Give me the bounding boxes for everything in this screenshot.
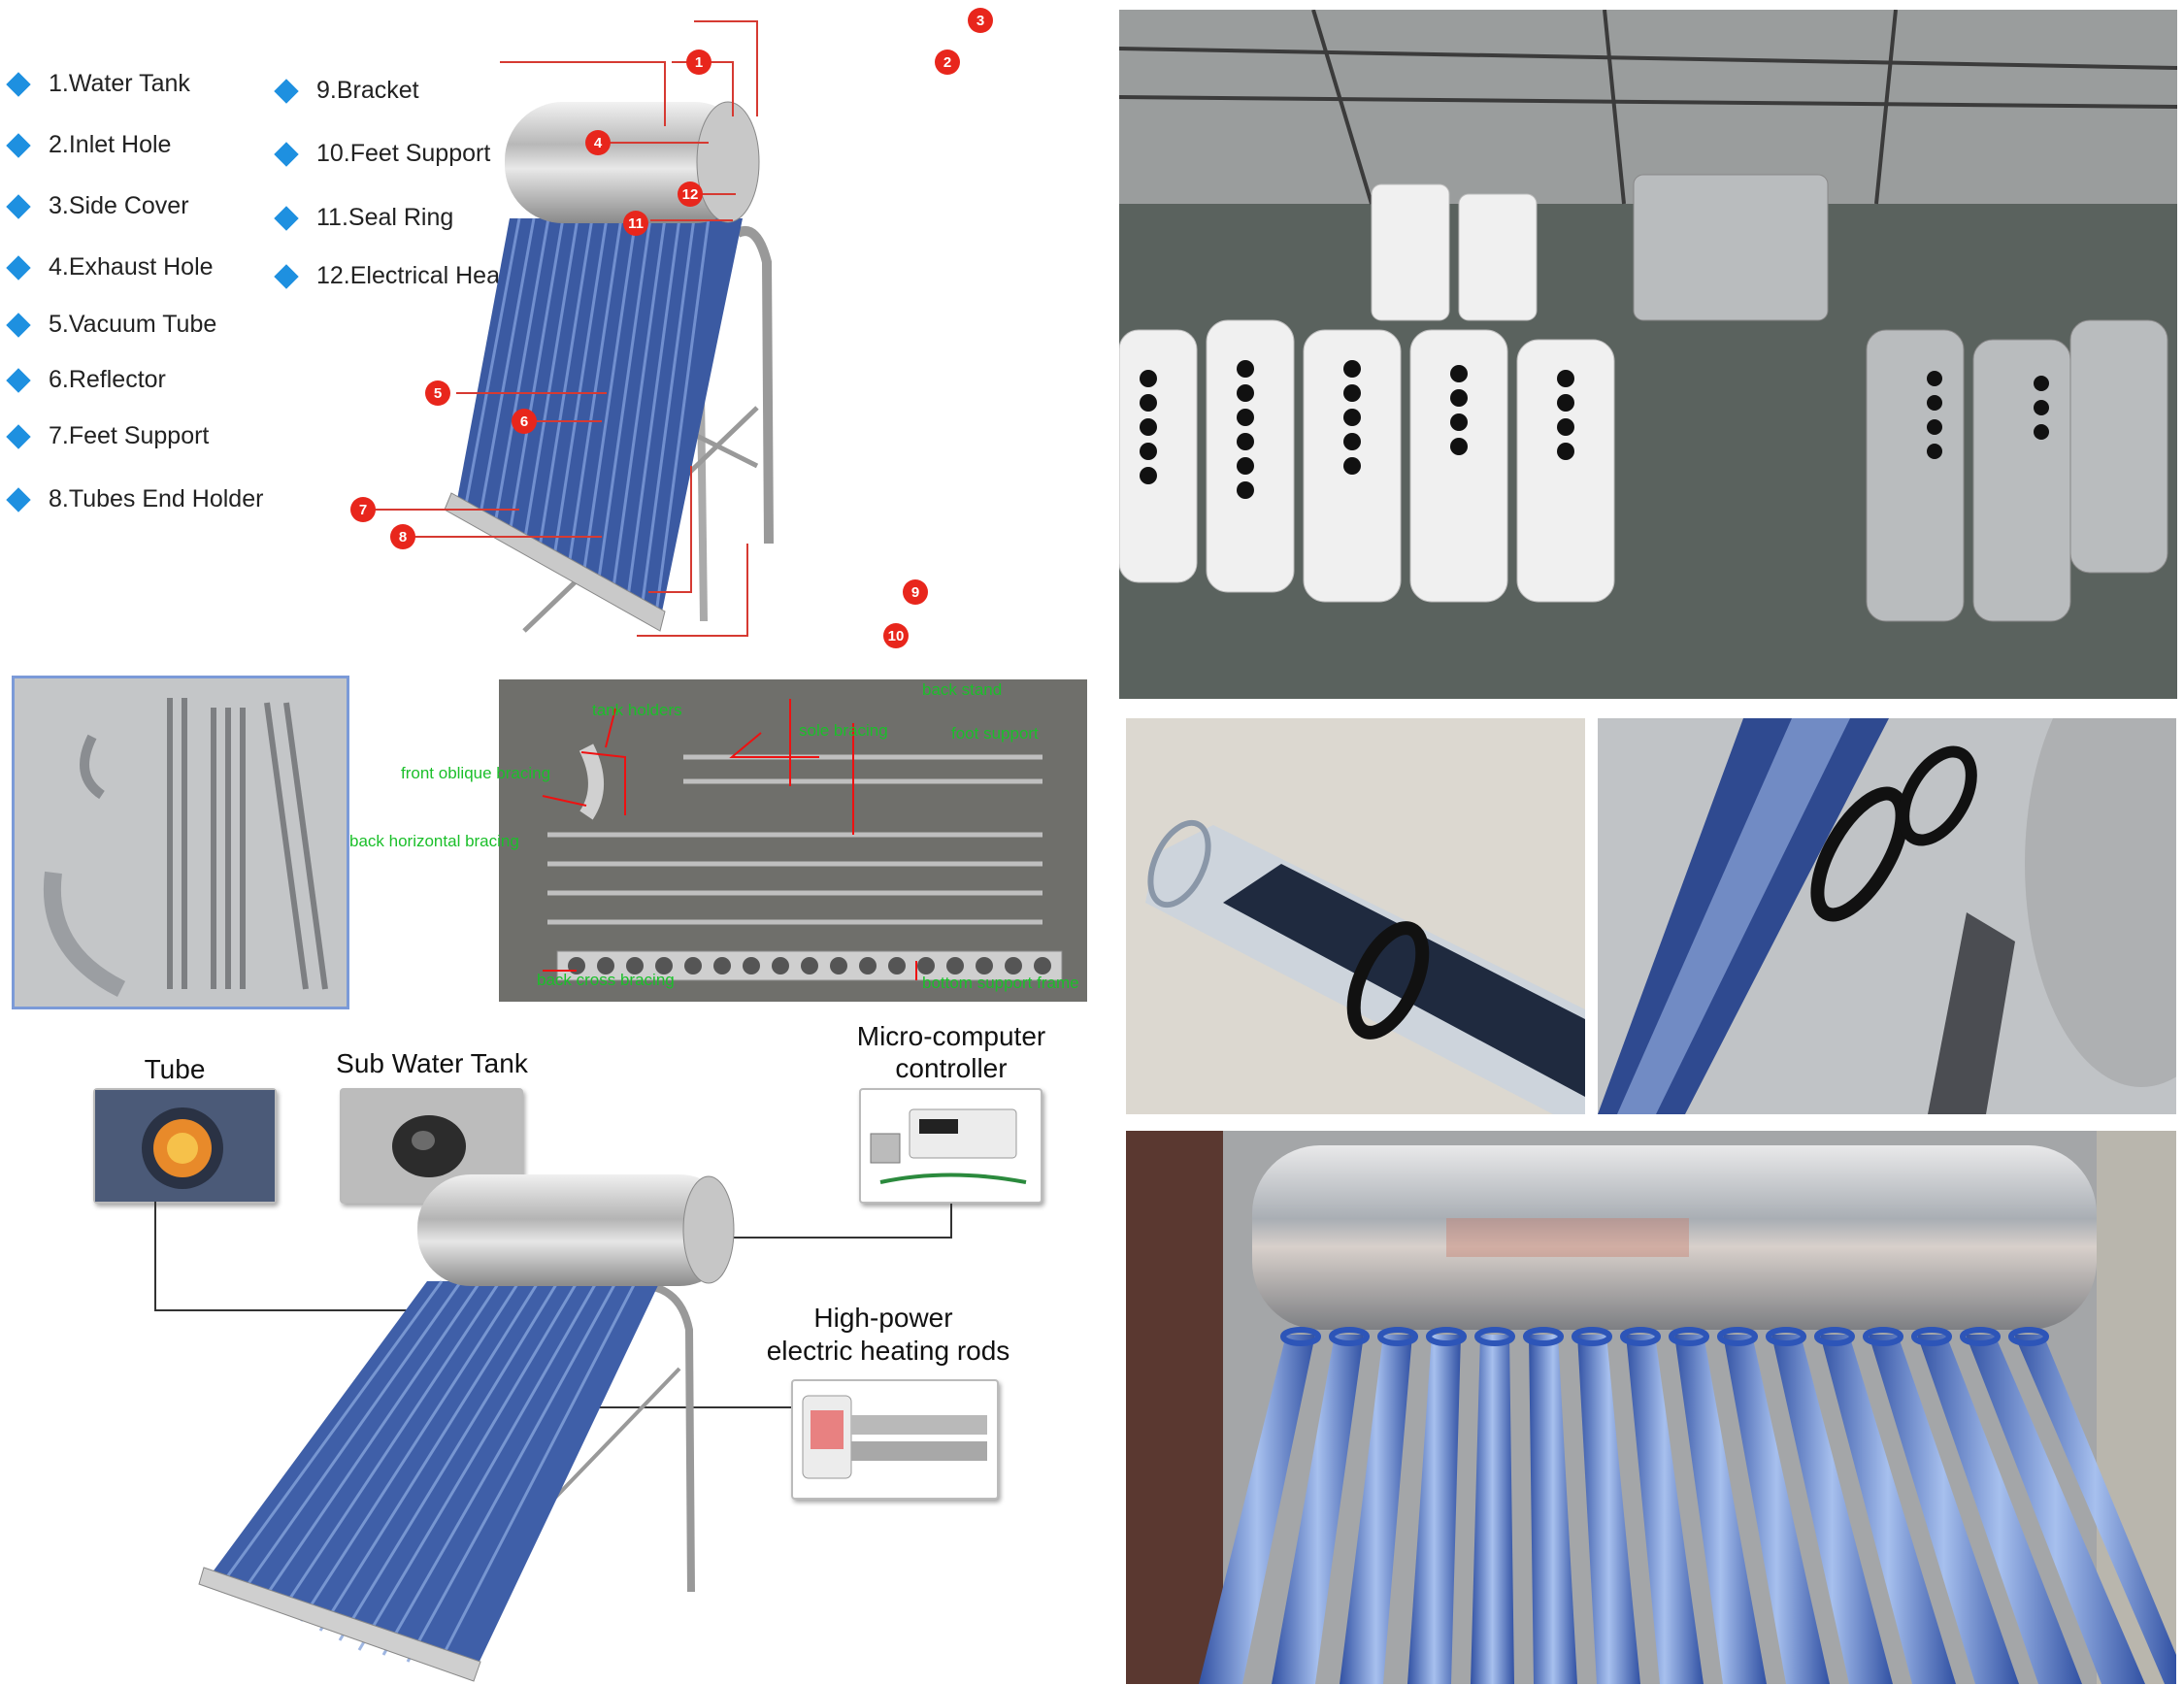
label-tank-holders: tank holders bbox=[592, 701, 682, 719]
caption-tube: Tube bbox=[144, 1054, 206, 1084]
legend-label: 11.Seal Ring bbox=[316, 204, 454, 231]
label-back-horizontal: back horizontal bracing bbox=[349, 832, 519, 850]
legend-label: 12.Electrical Heater bbox=[316, 262, 529, 289]
legend-label: 6.Reflector bbox=[49, 366, 166, 393]
diamond-icon bbox=[6, 71, 31, 97]
legend-item: 1.Water Tank bbox=[6, 70, 190, 98]
diamond-icon bbox=[6, 254, 31, 281]
diamond-icon bbox=[274, 205, 299, 231]
legend-label: 4.Exhaust Hole bbox=[49, 253, 214, 281]
legend-item: 9.Bracket bbox=[274, 77, 419, 105]
legend-label: 3.Side Cover bbox=[49, 192, 189, 219]
sub-tank-inset bbox=[340, 1088, 523, 1204]
label-back-cross: back cross bracing bbox=[537, 971, 675, 989]
callout-badge: 6 bbox=[512, 409, 537, 434]
legend-item: 2.Inlet Hole bbox=[6, 131, 172, 159]
callout-badge: 12 bbox=[678, 182, 703, 207]
caption-controller-2: controller bbox=[895, 1053, 1008, 1083]
tube-inset bbox=[93, 1088, 277, 1204]
tube-photo-1 bbox=[1126, 718, 1585, 1114]
label-front-oblique: front oblique bracing bbox=[401, 764, 551, 782]
controller-inset-art bbox=[870, 1108, 1027, 1184]
callout-badge: 3 bbox=[968, 8, 993, 33]
components-diagram bbox=[154, 1174, 952, 1682]
legend-label: 9.Bracket bbox=[316, 77, 419, 104]
caption-sub-tank: Sub Water Tank bbox=[336, 1048, 528, 1078]
legend-item: 11.Seal Ring bbox=[274, 204, 454, 232]
parts-photo-2 bbox=[499, 679, 1087, 1002]
callout-badge: 1 bbox=[686, 50, 711, 75]
diamond-icon bbox=[6, 486, 31, 512]
vacuum-tubes bbox=[456, 217, 743, 622]
heater-diagram bbox=[353, 20, 774, 637]
parts-scene-2 bbox=[542, 699, 1063, 981]
legend-item: 4.Exhaust Hole bbox=[6, 253, 214, 281]
diamond-icon bbox=[274, 78, 299, 104]
callout-badge: 5 bbox=[425, 380, 450, 406]
caption-heater-2: electric heating rods bbox=[766, 1336, 1010, 1366]
legend-label: 8.Tubes End Holder bbox=[49, 485, 264, 512]
tube-scene-2 bbox=[1598, 718, 2176, 1114]
label-sole-bracing: sole bracing bbox=[799, 721, 888, 740]
label-foot-support: foot support bbox=[951, 724, 1039, 743]
callout-badge: 4 bbox=[585, 130, 611, 155]
callout-badge: 8 bbox=[390, 524, 415, 549]
parts-scene-1 bbox=[43, 698, 328, 998]
diamond-icon bbox=[6, 423, 31, 449]
callout-badge: 10 bbox=[883, 623, 909, 648]
legend-item: 10.Feet Support bbox=[274, 140, 491, 168]
diamond-icon bbox=[6, 132, 31, 158]
controller-inset bbox=[859, 1088, 1042, 1204]
diamond-icon bbox=[274, 263, 299, 289]
legend-item: 3.Side Cover bbox=[6, 192, 189, 220]
diamond-icon bbox=[274, 141, 299, 167]
legend-label: 10.Feet Support bbox=[316, 140, 491, 167]
diamond-icon bbox=[6, 367, 31, 393]
tank-tubes-scene bbox=[1126, 1131, 2176, 1684]
legend-item: 12.Electrical Heater bbox=[274, 262, 529, 290]
tube-photo-2 bbox=[1598, 718, 2176, 1114]
callout-badge: 9 bbox=[903, 579, 928, 605]
legend-item: 8.Tubes End Holder bbox=[6, 485, 264, 513]
callout-badge: 2 bbox=[935, 50, 960, 75]
heater-inset bbox=[791, 1379, 999, 1500]
callout-badge: 11 bbox=[623, 211, 648, 236]
factory-photo bbox=[1119, 10, 2177, 699]
tube-scene-1 bbox=[1126, 718, 1585, 1114]
label-back-stand: back stand bbox=[922, 680, 1003, 699]
caption-controller-1: Micro-computer bbox=[856, 1021, 1046, 1051]
parts-photo-1 bbox=[12, 676, 349, 1009]
heater-inset-art bbox=[802, 1395, 987, 1479]
factory-scene bbox=[1119, 10, 2177, 699]
legend-item: 7.Feet Support bbox=[6, 422, 210, 450]
diamond-icon bbox=[6, 312, 31, 338]
callout-badge: 7 bbox=[350, 497, 376, 522]
legend-label: 2.Inlet Hole bbox=[49, 131, 172, 158]
label-bottom-frame: bottom support frame bbox=[922, 974, 1079, 992]
legend-label: 7.Feet Support bbox=[49, 422, 210, 449]
caption-heater-1: High-power bbox=[813, 1303, 953, 1333]
legend-item: 5.Vacuum Tube bbox=[6, 311, 217, 339]
legend-item: 6.Reflector bbox=[6, 366, 166, 394]
diamond-icon bbox=[6, 193, 31, 219]
legend-label: 1.Water Tank bbox=[49, 70, 190, 97]
tube-inset-art bbox=[95, 1090, 275, 1202]
tank-tubes-photo bbox=[1126, 1131, 2176, 1684]
legend-label: 5.Vacuum Tube bbox=[49, 311, 217, 338]
